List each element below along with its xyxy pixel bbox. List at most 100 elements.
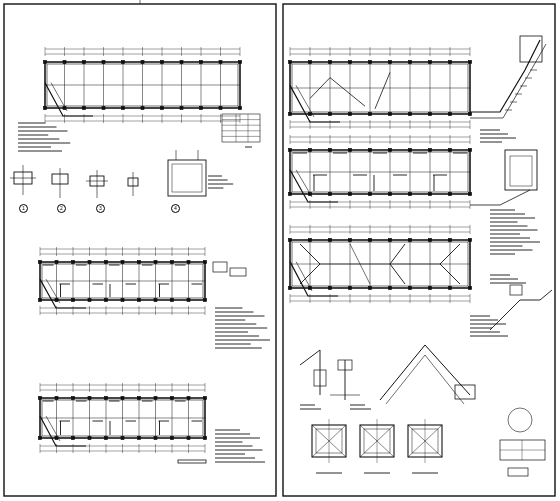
column — [121, 397, 124, 400]
line — [45, 114, 46, 123]
column — [369, 149, 372, 152]
line — [310, 225, 311, 234]
line — [215, 446, 253, 447]
line — [450, 200, 451, 209]
line — [73, 383, 74, 392]
column — [187, 397, 190, 400]
line — [205, 383, 206, 392]
line — [314, 175, 315, 191]
column — [88, 261, 91, 264]
line — [215, 442, 243, 443]
line — [73, 247, 74, 256]
line — [350, 120, 351, 129]
column — [55, 397, 58, 400]
column — [389, 239, 392, 242]
line — [290, 120, 291, 129]
line — [293, 153, 307, 154]
line — [450, 120, 451, 129]
line — [176, 150, 177, 160]
outline — [40, 262, 205, 300]
column — [309, 149, 312, 152]
column — [171, 437, 174, 440]
column — [309, 287, 312, 290]
polyline — [380, 345, 470, 400]
column — [329, 193, 332, 196]
column — [204, 299, 207, 302]
column — [289, 149, 292, 152]
line — [109, 265, 120, 266]
polyline — [296, 85, 314, 117]
polyline — [300, 350, 320, 395]
line — [76, 401, 87, 402]
line — [192, 421, 203, 422]
polyline — [46, 279, 60, 303]
line — [222, 119, 260, 120]
line — [109, 401, 120, 402]
column — [105, 261, 108, 264]
outline — [42, 400, 203, 436]
line — [139, 383, 140, 392]
column — [329, 287, 332, 290]
line — [434, 175, 435, 191]
column — [138, 397, 141, 400]
line — [220, 114, 221, 123]
line — [330, 395, 360, 396]
column — [349, 287, 352, 290]
outline — [213, 262, 227, 272]
line — [60, 284, 61, 297]
column — [389, 287, 392, 290]
line — [40, 281, 205, 282]
line — [470, 316, 490, 317]
line — [490, 283, 526, 284]
line — [450, 47, 451, 56]
line — [290, 49, 470, 50]
line — [142, 401, 153, 402]
column — [369, 61, 372, 64]
line — [142, 265, 153, 266]
line — [290, 137, 470, 138]
line — [201, 114, 202, 123]
column — [219, 61, 222, 64]
line — [215, 328, 267, 329]
line — [155, 444, 156, 453]
line — [106, 247, 107, 256]
column — [39, 397, 42, 400]
line — [188, 444, 189, 453]
polyline — [330, 78, 365, 107]
polyline — [470, 40, 540, 112]
line — [390, 294, 391, 303]
column — [309, 193, 312, 196]
column — [429, 61, 432, 64]
line — [430, 225, 431, 234]
column — [469, 193, 472, 196]
line — [410, 200, 411, 209]
outline — [230, 268, 246, 276]
column — [469, 149, 472, 152]
line — [490, 210, 515, 211]
polyline — [375, 72, 390, 108]
column — [187, 261, 190, 264]
line — [18, 143, 70, 144]
line — [43, 265, 54, 266]
column — [72, 261, 75, 264]
line — [490, 246, 523, 247]
polyline — [40, 416, 86, 446]
line — [159, 421, 160, 435]
line — [316, 473, 342, 474]
column — [309, 239, 312, 242]
line — [140, 0, 141, 4]
line — [222, 130, 260, 131]
line — [290, 127, 470, 128]
line — [490, 238, 530, 239]
column — [121, 299, 124, 302]
column — [55, 437, 58, 440]
column — [389, 113, 392, 116]
column — [369, 193, 372, 196]
line — [205, 306, 206, 315]
column — [389, 193, 392, 196]
outline — [178, 460, 206, 463]
line — [18, 127, 57, 128]
line — [215, 336, 259, 337]
